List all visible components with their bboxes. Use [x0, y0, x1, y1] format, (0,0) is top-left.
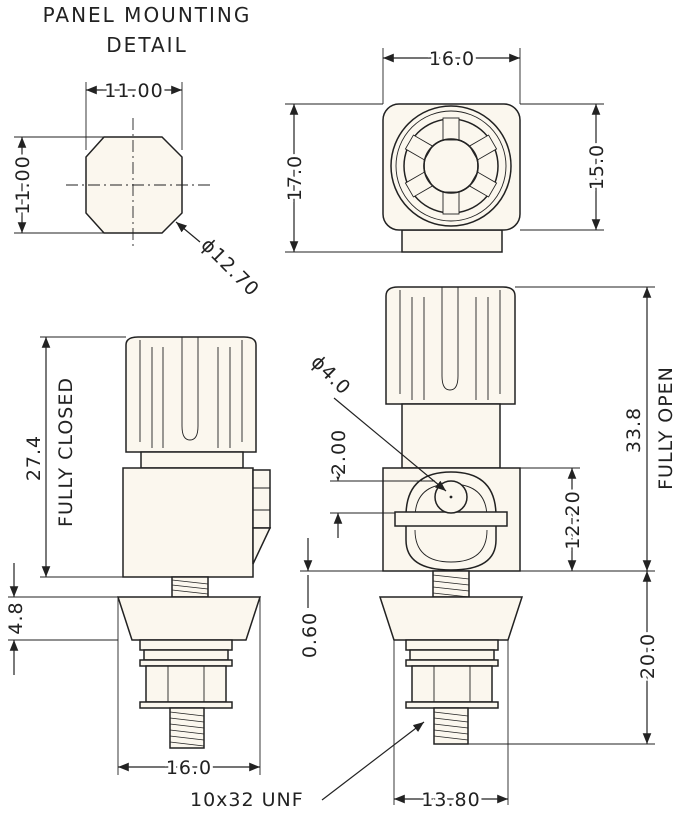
dim-closed-base-width: 16.0 [166, 757, 212, 779]
title-line-2: DETAIL [106, 33, 187, 57]
dim-open-height: 33.8 [623, 407, 645, 453]
dim-thread-length: 20.0 [637, 633, 659, 679]
dim-panel-height: 11.00 [12, 155, 34, 214]
dim-top-height-right: 15.0 [586, 144, 608, 190]
leader-panel-hole [175, 221, 201, 243]
open-note: FULLY OPEN [655, 366, 677, 490]
closed-note: FULLY CLOSED [55, 377, 77, 527]
panel-cutout [14, 82, 210, 246]
dim-shoulder-height: 4.8 [5, 601, 27, 634]
dim-closed-height: 27.4 [23, 435, 45, 481]
dim-hole-dia: ϕ4.0 [306, 351, 355, 400]
dim-panel-hole: ϕ12.70 [196, 234, 263, 301]
dim-thread-spec: 10x32 UNF [190, 789, 304, 811]
title-line-1: PANEL MOUNTING [43, 3, 252, 27]
dim-top-height-left: 17.0 [284, 155, 306, 201]
dim-base-width: 13.80 [421, 789, 480, 811]
terminal-open-view [300, 286, 655, 805]
dim-body-height: 12.20 [562, 490, 584, 549]
dim-panel-width: 11.00 [104, 80, 163, 102]
terminal-closed-view [8, 336, 272, 775]
dim-top-width: 16.0 [429, 48, 475, 70]
dim-hole-offset: 2.00 [328, 429, 350, 475]
leader-thread-spec [321, 721, 425, 801]
dim-panel-gap: 0.60 [299, 612, 321, 658]
leader-hole-dia [333, 397, 447, 492]
top-view [285, 48, 604, 253]
